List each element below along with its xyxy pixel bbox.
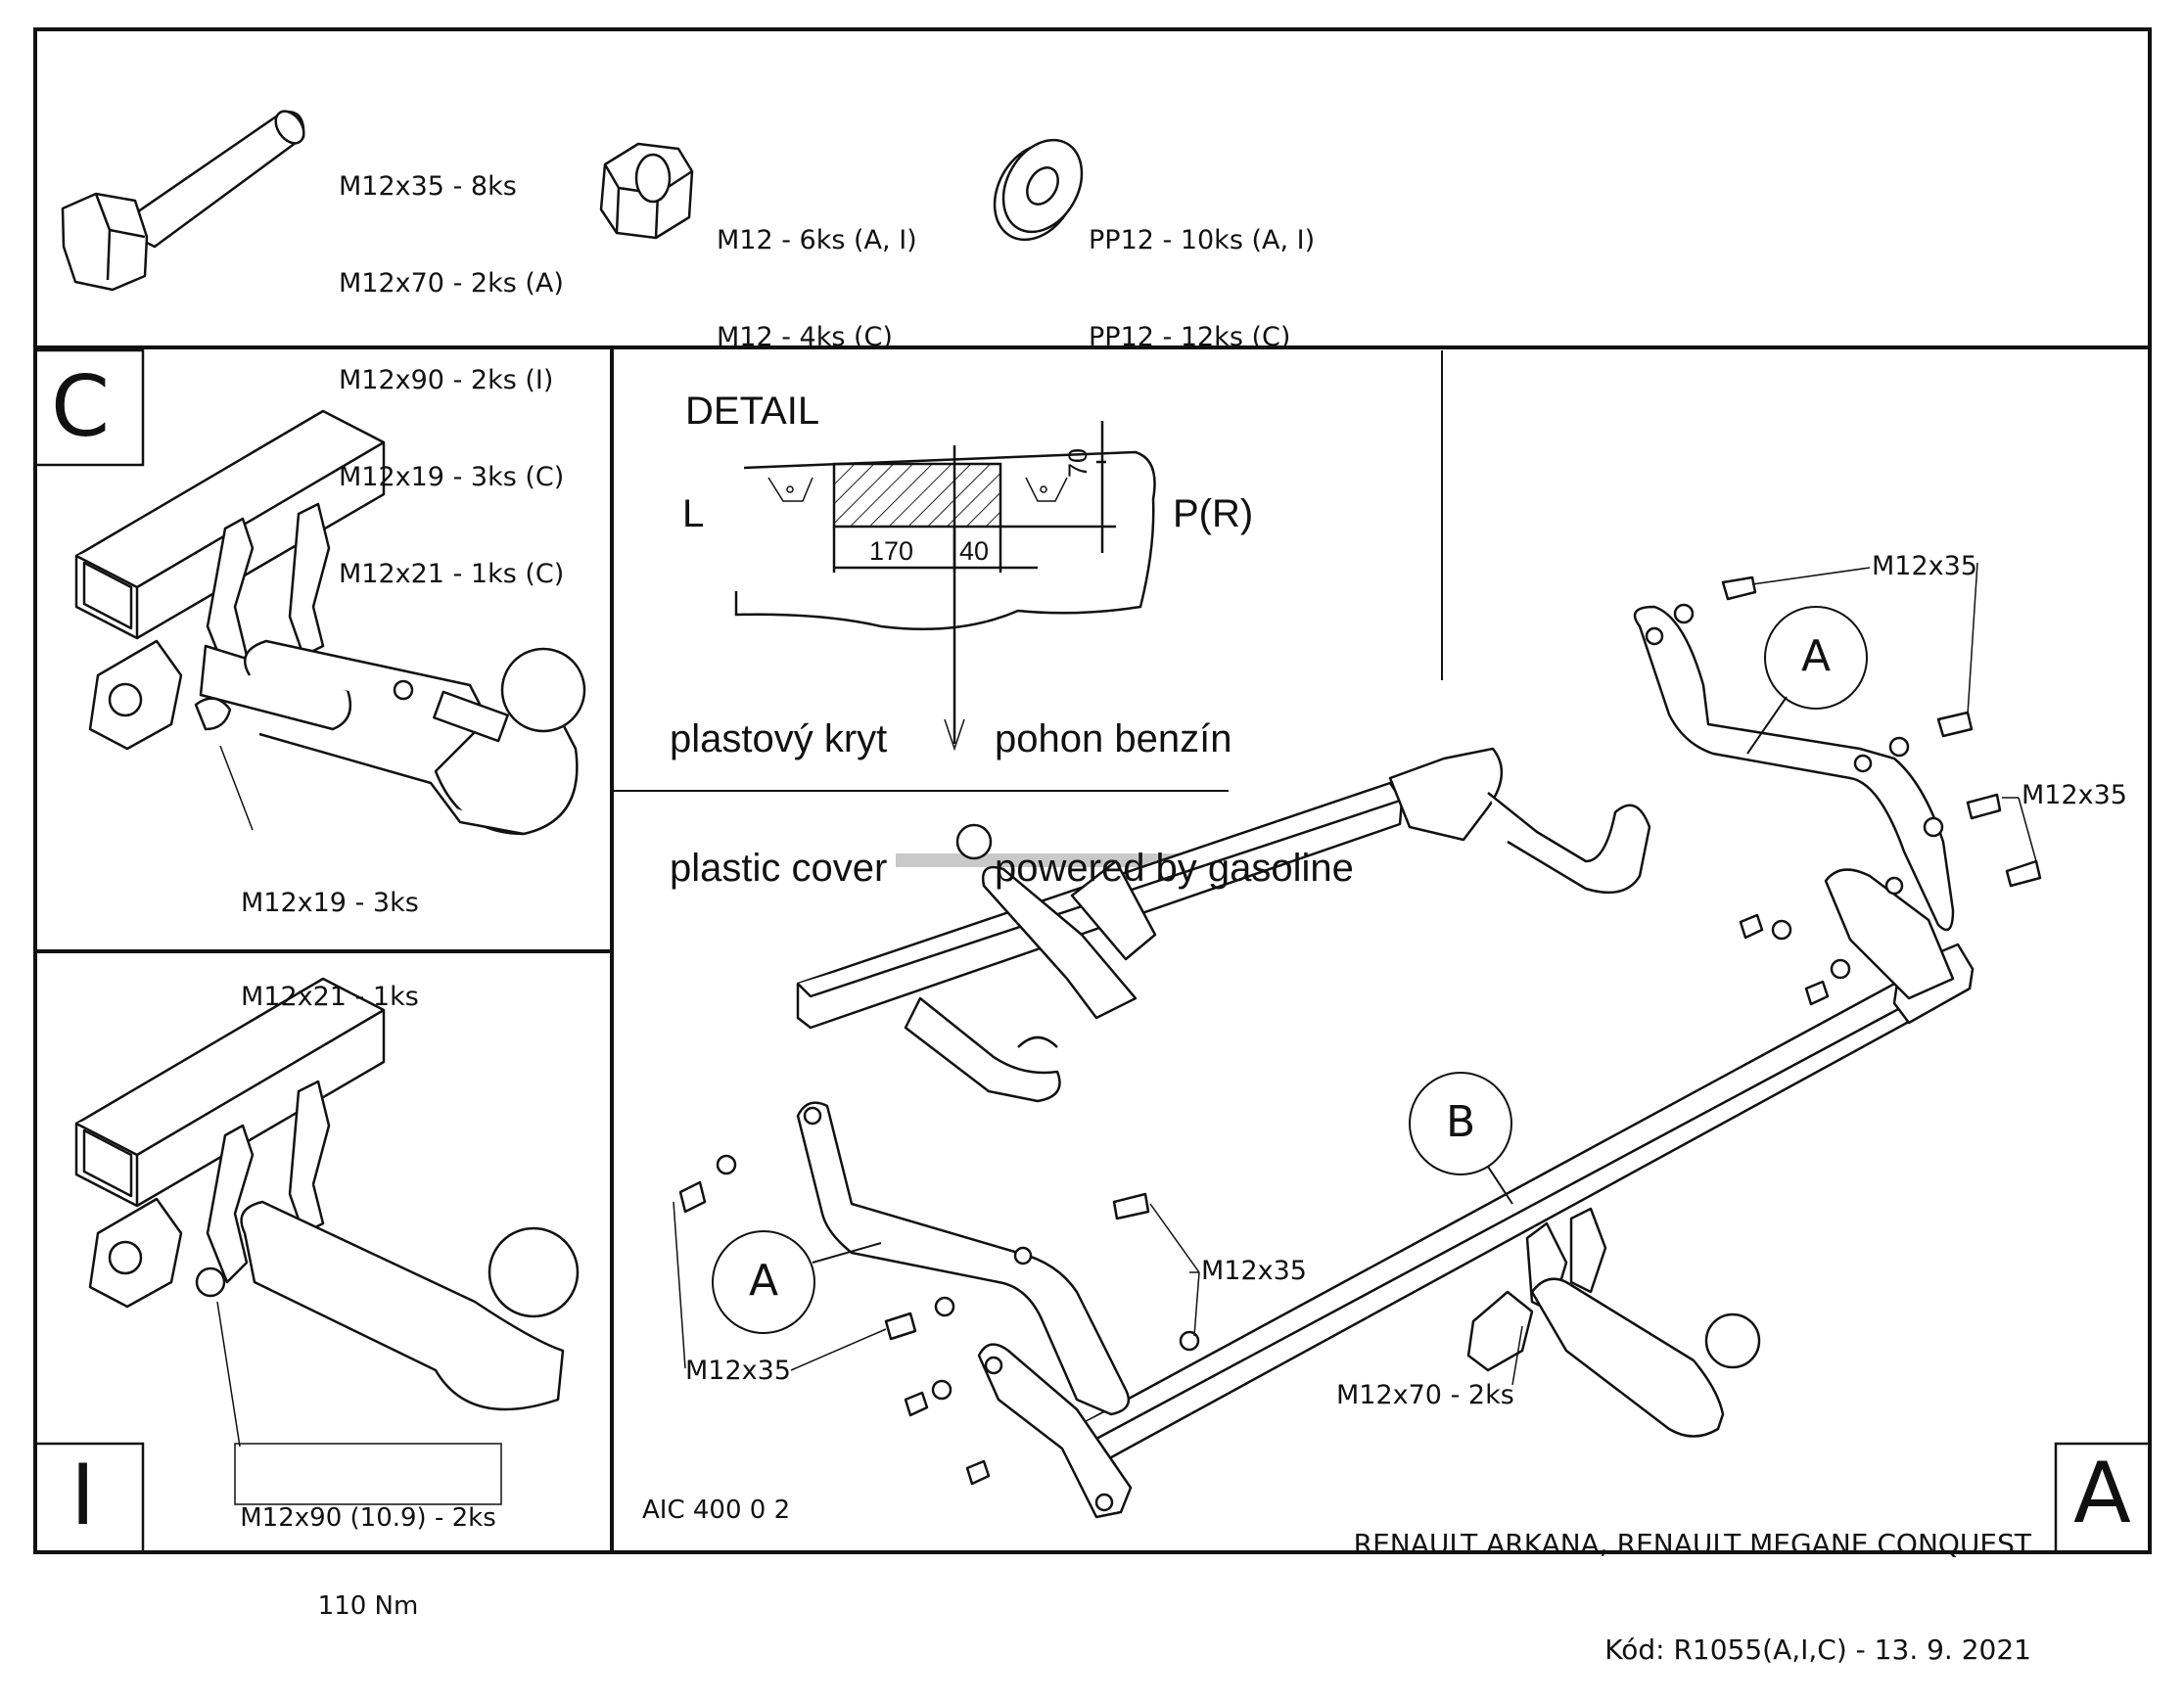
panel-i-callout	[216, 1301, 502, 1505]
callout-line: M12x90 (10.9) - 2ks	[240, 1503, 496, 1533]
detail-text-line: plastic cover	[670, 847, 888, 890]
label-a-left: A	[749, 1256, 779, 1306]
panel-c-callout-line	[219, 745, 254, 831]
panel-c-callout: M12x19 - 3ks M12x21 - 1ks	[241, 825, 419, 1044]
nut-icon	[599, 142, 694, 240]
bolt-item: M12x35 - 8ks	[339, 171, 517, 202]
bolt-item: M12x21 - 1ks (C)	[339, 559, 565, 589]
bolt-item: M12x19 - 3ks (C)	[339, 462, 565, 492]
detail-left-label: L	[682, 492, 705, 535]
callout-m12x70: M12x70 - 2ks	[1336, 1380, 1514, 1410]
panel-i-callout-text: M12x90 (10.9) - 2ks 110 Nm	[235, 1445, 501, 1650]
washer-item: PP12 - 12ks (C)	[1089, 322, 1291, 352]
washer-list: PP12 - 10ks (A, I) PP12 - 12ks (C)	[1089, 160, 1315, 386]
nut-item: M12 - 6ks (A, I)	[717, 225, 917, 255]
bolt-icon	[61, 110, 305, 292]
dimension-40: 40	[959, 536, 990, 566]
leader-lines	[673, 562, 2037, 1386]
panel-i-letter: I	[70, 1447, 96, 1544]
bolt-list: M12x35 - 8ks M12x70 - 2ks (A) M12x90 - 2…	[339, 106, 564, 622]
detail-text-line: powered by gasoline	[995, 847, 1354, 890]
panel-c-drawing	[74, 409, 586, 836]
detail-right-label: P(R)	[1173, 492, 1254, 535]
detail-left-text: plastový kryt plastic cover	[670, 631, 887, 933]
detail-text-line: plastový kryt	[670, 717, 888, 760]
assembly-drawing	[678, 575, 2042, 1519]
label-b: B	[1446, 1097, 1476, 1147]
footer-kod: Kód: R1055(A,I,C) - 13. 9. 2021	[1604, 1634, 2031, 1666]
callout-m12x35-top: M12x35	[1872, 551, 1977, 581]
bolt-item: M12x70 - 2ks (A)	[339, 268, 564, 299]
dimension-170: 170	[869, 536, 914, 566]
callout-m12x35-mid: M12x35	[1201, 1256, 1307, 1286]
footer-code: AIC 400 0 2	[642, 1496, 791, 1525]
panel-c-letter: C	[51, 358, 111, 456]
callout-m12x35-right: M12x35	[2021, 780, 2127, 810]
letter-boxes	[33, 348, 2152, 1554]
dimension-70: 70	[1063, 447, 1092, 478]
bolt-item: M12x90 - 2ks (I)	[339, 365, 554, 395]
callout-line: M12x21 - 1ks	[241, 982, 419, 1012]
drawing-frame	[33, 27, 2152, 1554]
nut-list: M12 - 6ks (A, I) M12 - 4ks (C)	[717, 160, 917, 386]
detail-text-line: pohon benzín	[995, 717, 1232, 760]
callout-line: 110 Nm	[317, 1591, 419, 1621]
panel-dividers	[612, 350, 1443, 792]
callout-m12x35-left: M12x35	[685, 1356, 791, 1386]
label-a-top: A	[1801, 631, 1832, 681]
label-circles	[712, 606, 1868, 1334]
washer-item: PP12 - 10ks (A, I)	[1089, 225, 1316, 255]
footer-title-block: RENAULT ARKANA, RENAULT MEGANE CONQUEST …	[1273, 1456, 2031, 1703]
nut-item: M12 - 4ks (C)	[717, 322, 893, 352]
detail-title: DETAIL	[685, 390, 820, 433]
callout-line: M12x19 - 3ks	[241, 888, 419, 918]
panel-i-drawing	[74, 977, 580, 1411]
washer-icon	[993, 138, 1084, 242]
detail-right-text: pohon benzín powered by gasoline	[995, 631, 1354, 933]
sheet-letter: A	[2073, 1445, 2131, 1542]
technical-drawing	[33, 27, 2152, 1554]
footer-vehicle: RENAULT ARKANA, RENAULT MEGANE CONQUEST	[1353, 1528, 2031, 1560]
detail-drawing	[734, 421, 1156, 752]
